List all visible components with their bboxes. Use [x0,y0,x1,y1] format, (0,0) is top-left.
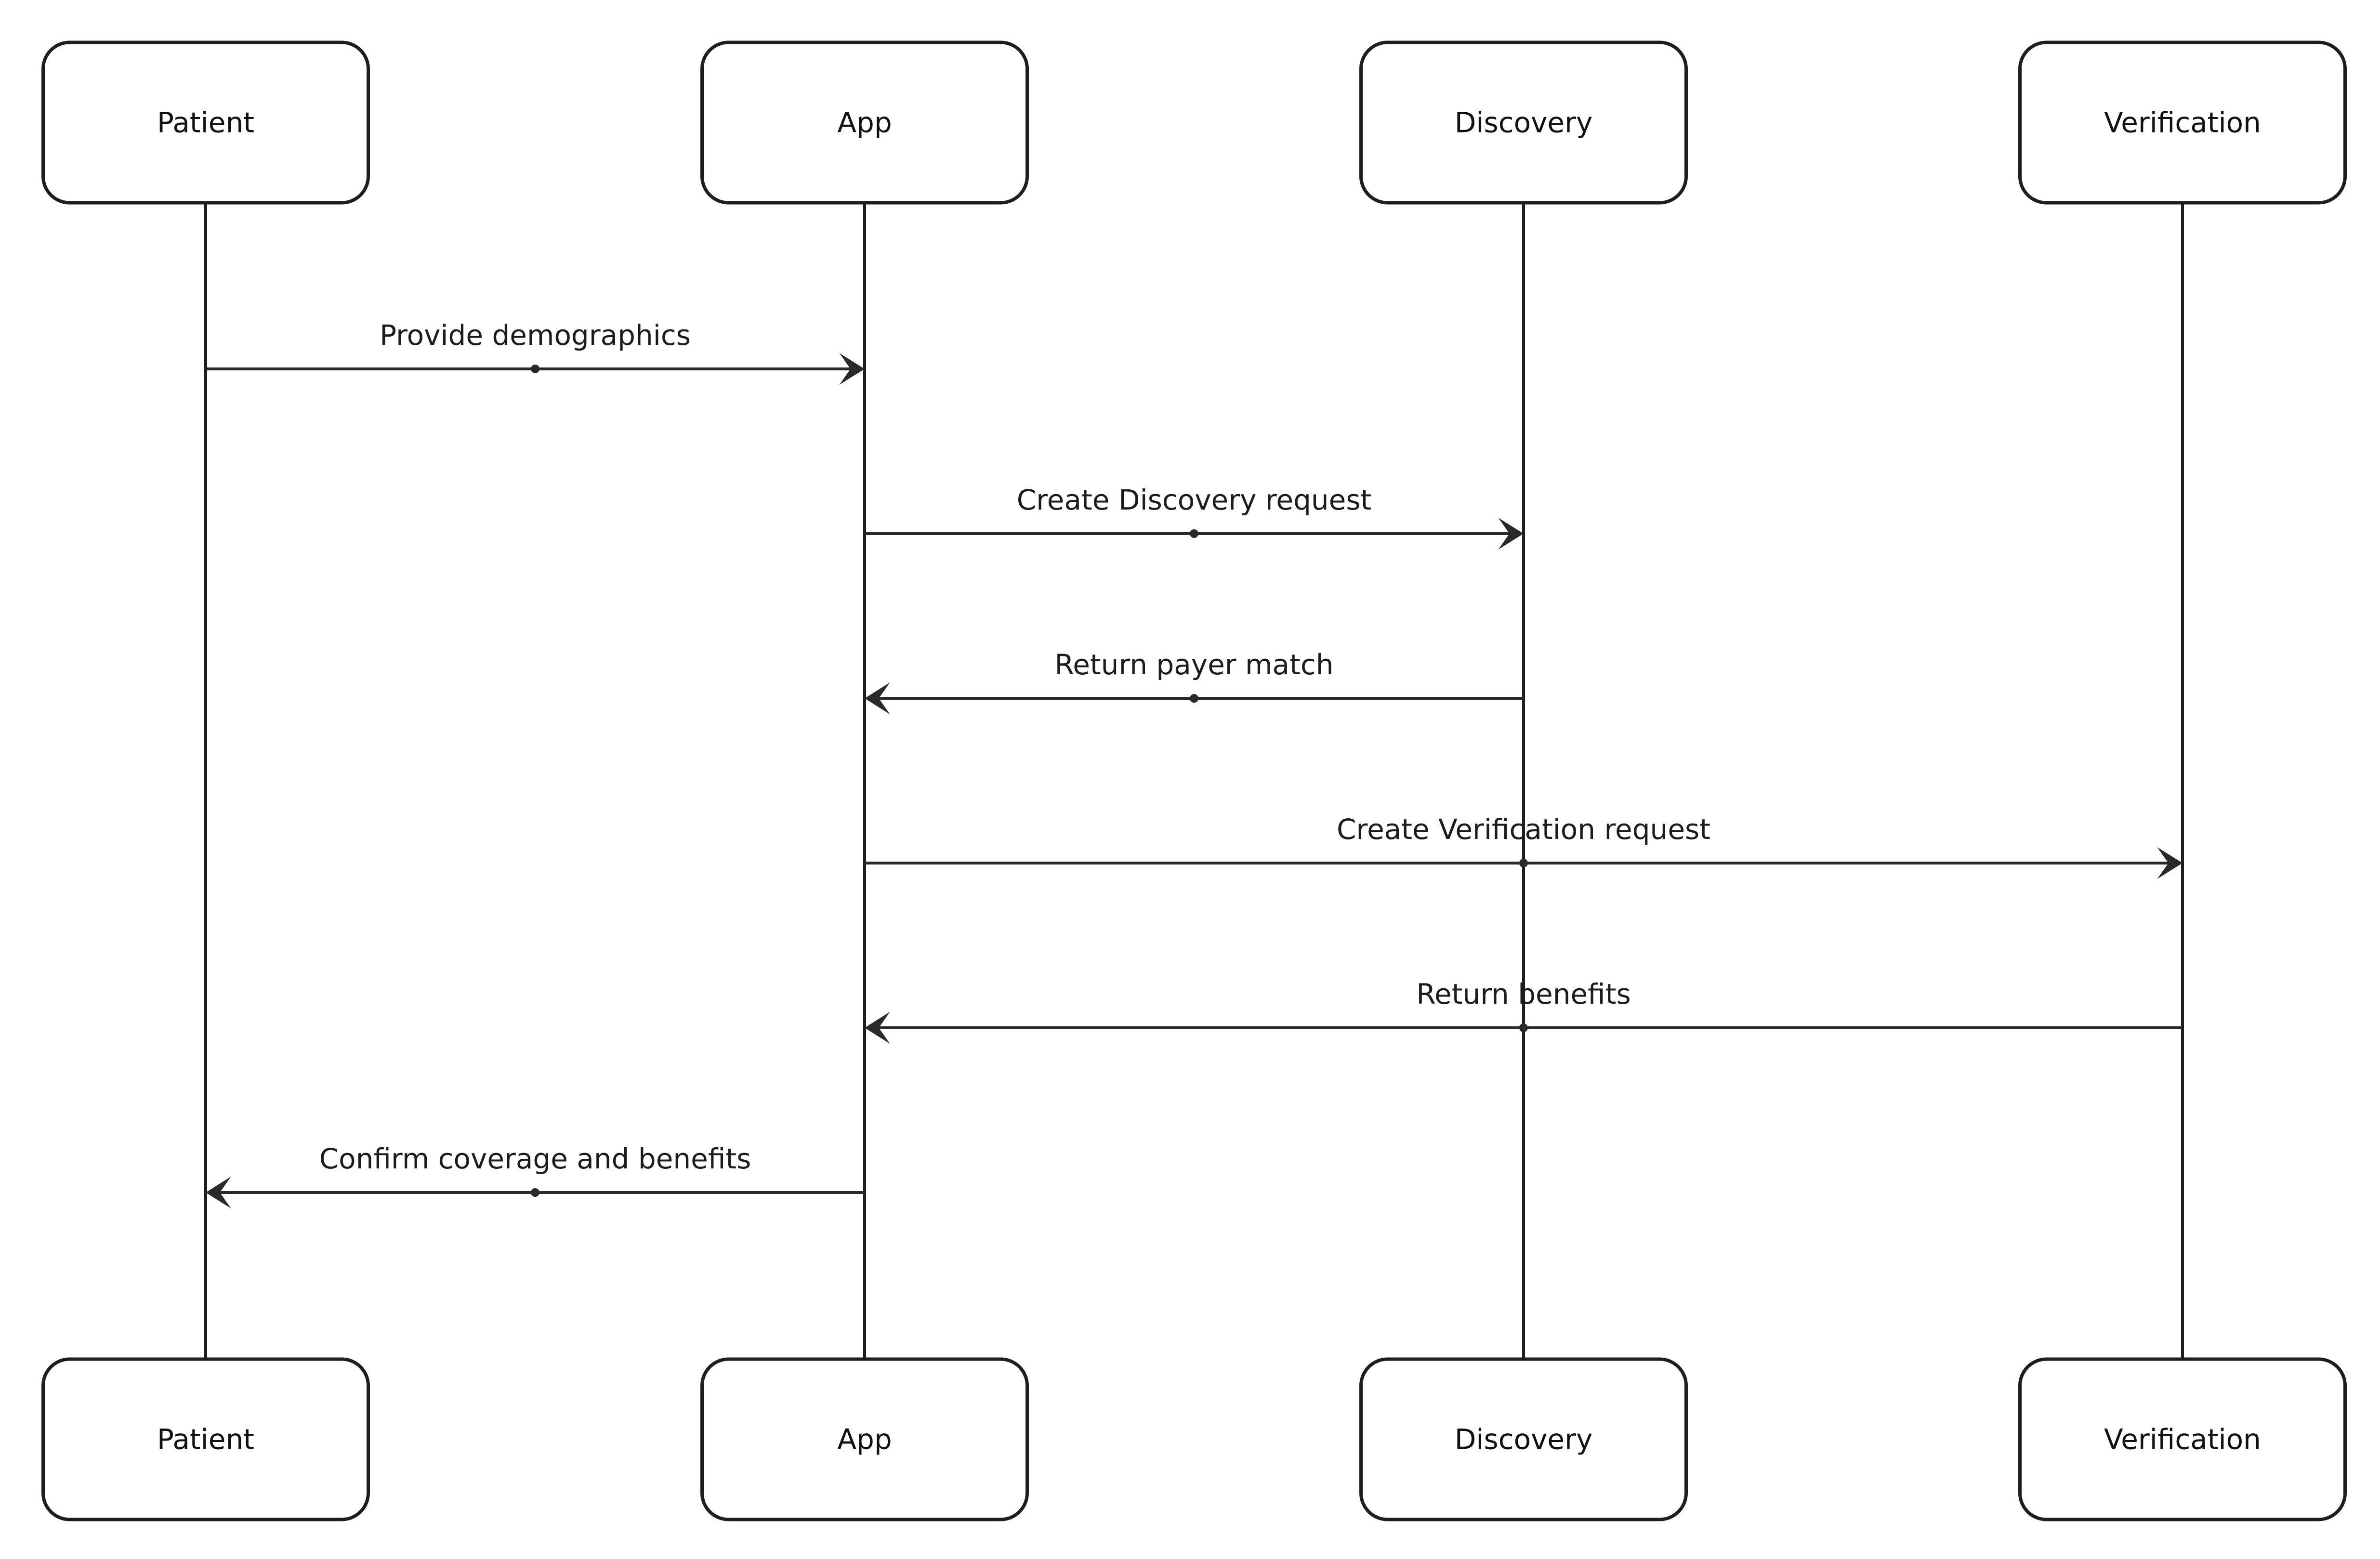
actor-label: App [837,106,892,139]
actor-box [41,1357,370,1521]
actor-label: Discovery [1455,106,1593,139]
actor-label: Verification [2104,1423,2261,1456]
actor-discovery-bottom: Discovery [1359,1357,1688,1521]
actor-patient-bottom: Patient [41,1357,370,1521]
message-midpoint-dot [1190,694,1198,703]
actor-label: Discovery [1455,1423,1593,1456]
arrowhead-icon [865,1012,890,1044]
actor-app-bottom: App [700,1357,1029,1521]
actor-label: App [837,1423,892,1456]
message-midpoint-dot [1519,1023,1528,1032]
actor-verification-top: Verification [2018,40,2347,205]
arrowhead-icon [1498,518,1524,550]
message-5: Return benefits [865,978,2183,1044]
actor-app-top: App [700,40,1029,205]
actor-box [1359,1357,1688,1521]
arrowhead-icon [206,1177,231,1208]
message-4: Create Verification request [865,813,2183,879]
message-label: Return payer match [1055,648,1334,681]
actor-box [700,40,1029,205]
message-midpoint-dot [1190,529,1198,538]
actor-verification-bottom: Verification [2018,1357,2347,1521]
actor-box [1359,40,1688,205]
actor-patient-top: Patient [41,40,370,205]
actor-box [2018,1357,2347,1521]
actor-box [700,1357,1029,1521]
arrowhead-icon [839,353,865,385]
message-label: Create Verification request [1337,813,1710,846]
actor-label: Patient [157,106,254,139]
message-label: Provide demographics [380,319,691,352]
message-label: Confirm coverage and benefits [319,1142,751,1175]
message-label: Create Discovery request [1017,484,1372,516]
lifelines [204,203,2184,1359]
message-midpoint-dot [531,365,539,373]
message-3: Return payer match [865,648,1524,714]
message-2: Create Discovery request [865,484,1524,550]
actor-discovery-top: Discovery [1359,40,1688,205]
arrowhead-icon [865,682,890,714]
actor-box [41,40,370,205]
arrowhead-icon [2157,847,2183,879]
message-6: Confirm coverage and benefits [206,1142,865,1208]
message-label: Return benefits [1416,978,1630,1010]
actor-label: Patient [157,1423,254,1456]
actor-label: Verification [2104,106,2261,139]
message-midpoint-dot [1519,859,1528,867]
message-midpoint-dot [531,1188,539,1197]
message-1: Provide demographics [206,319,865,385]
actor-box [2018,40,2347,205]
